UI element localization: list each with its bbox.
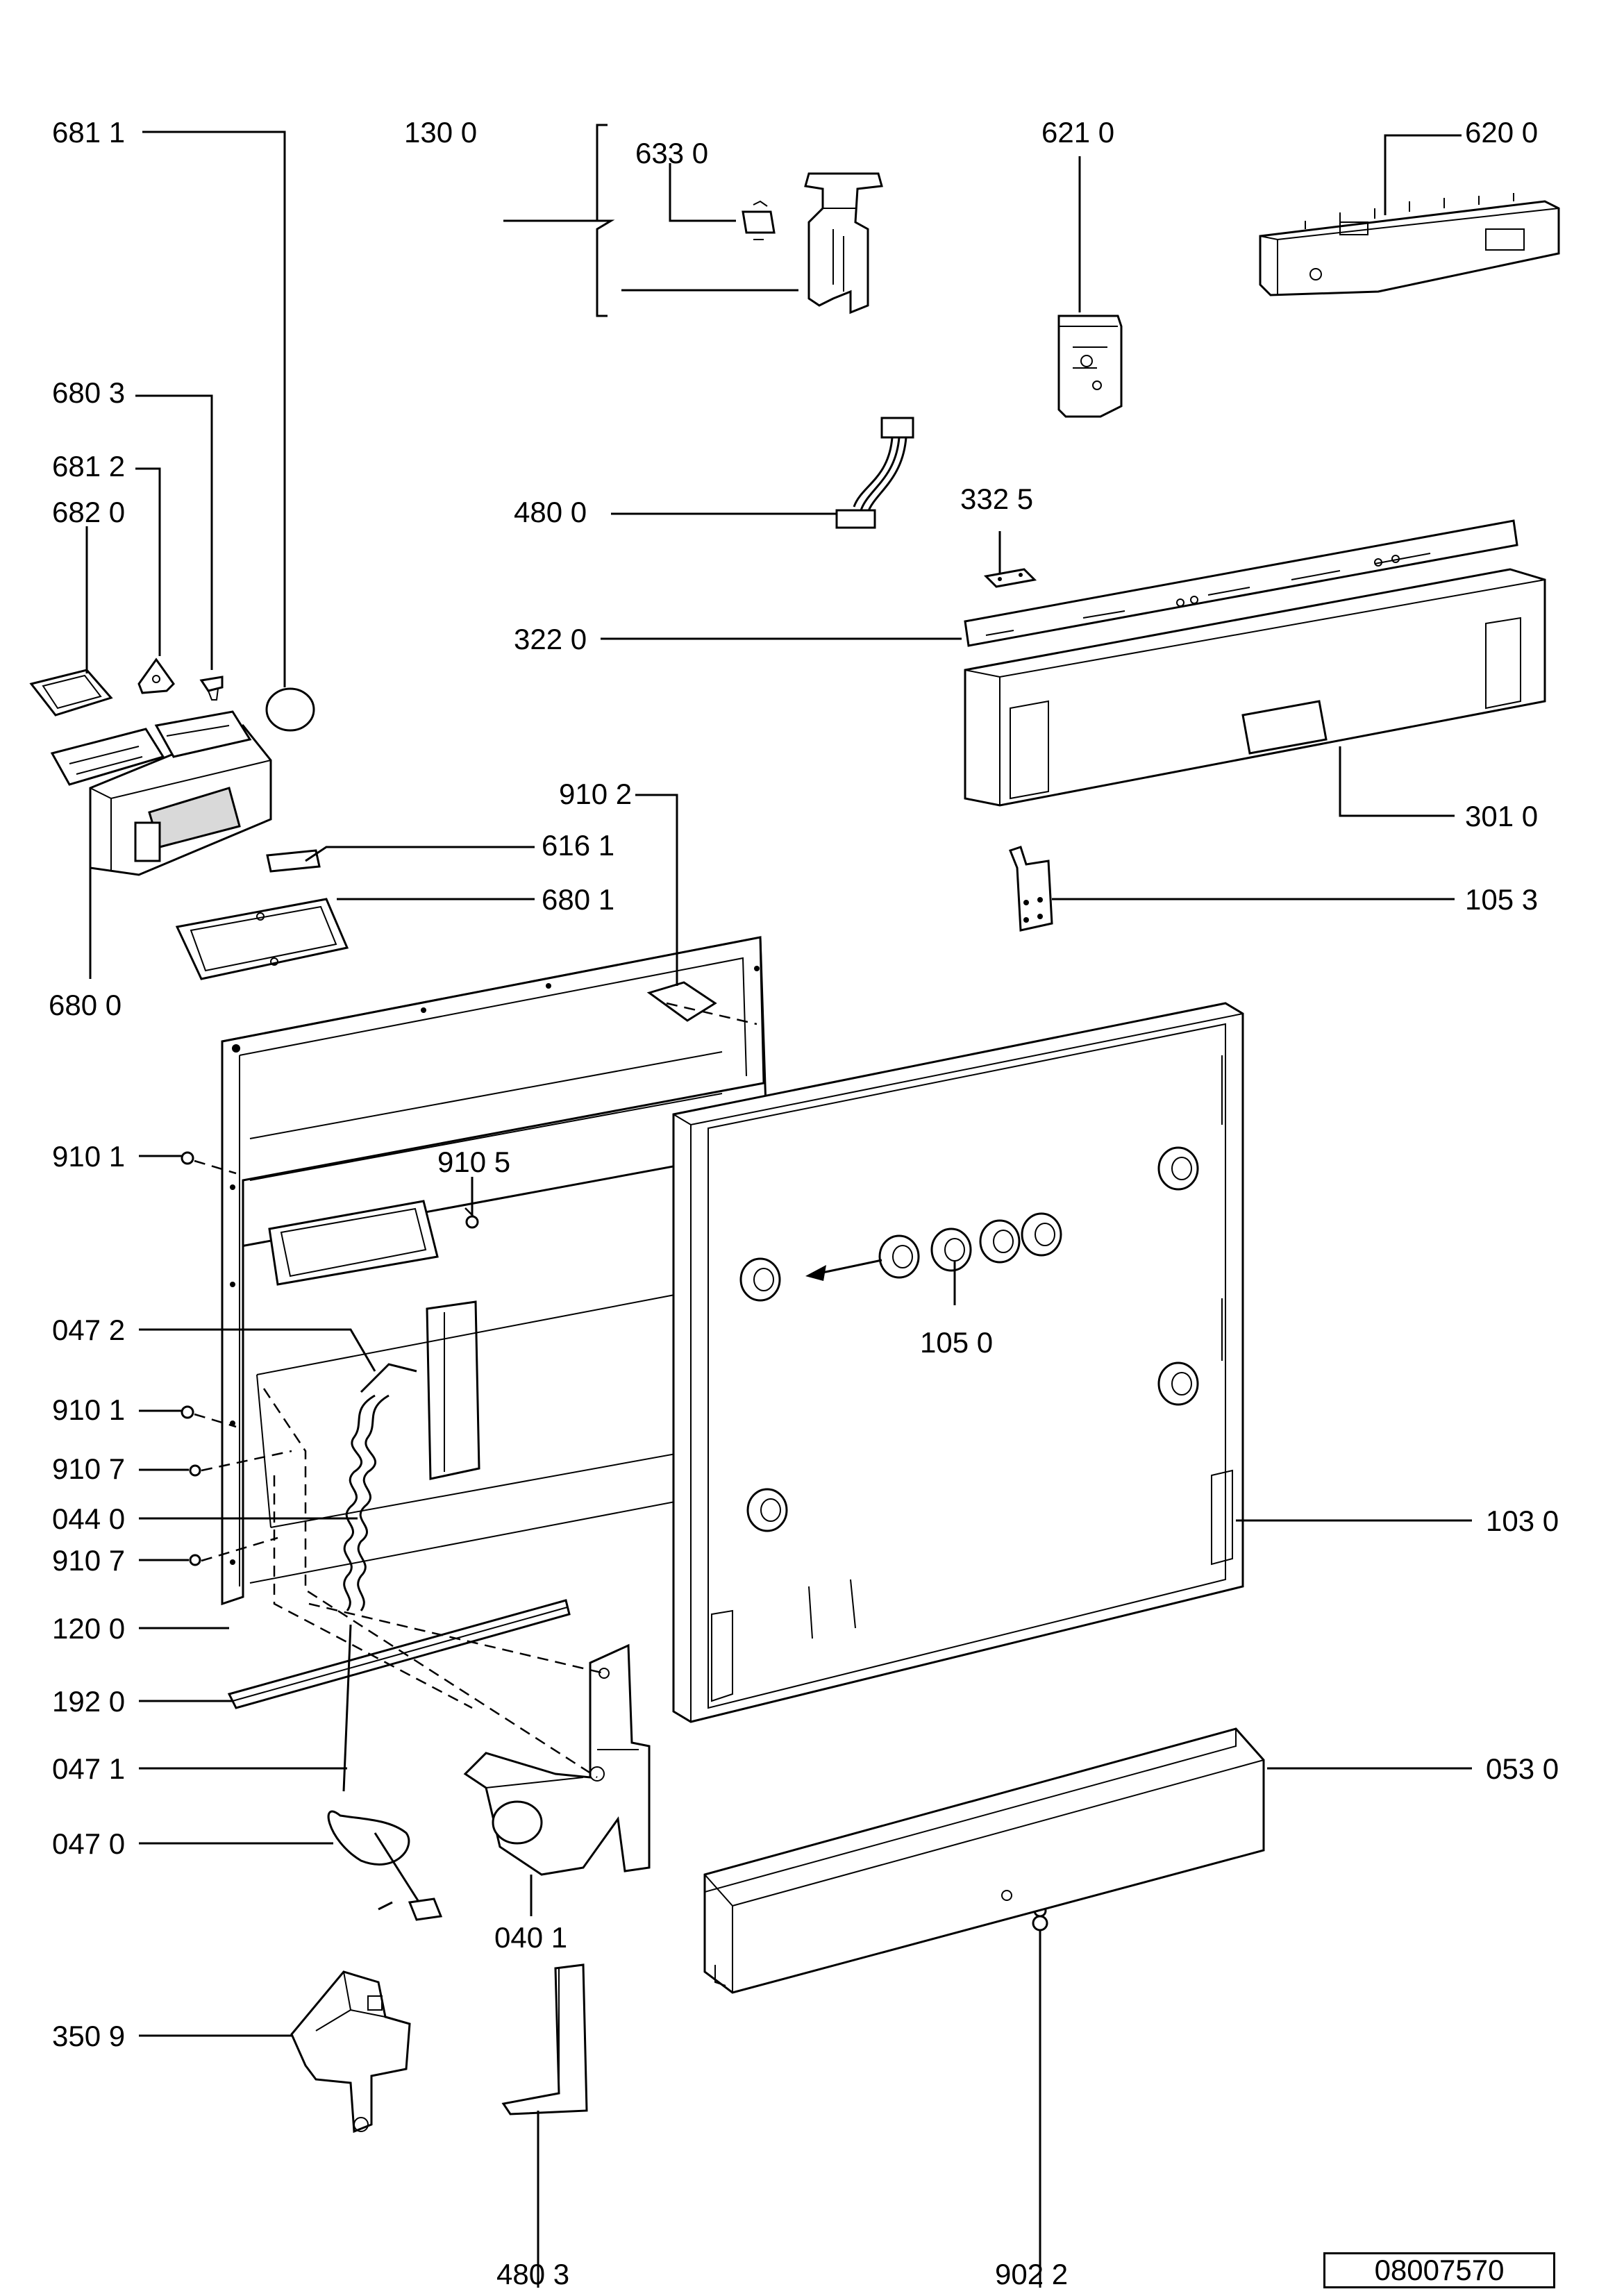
- part-label: 910 1: [52, 1393, 125, 1426]
- guide-rail: [227, 1599, 571, 1709]
- wire-harness: [835, 417, 914, 529]
- part-label: 910 1: [52, 1140, 125, 1173]
- document-number: 08007570: [1323, 2252, 1555, 2288]
- part-label: 621 0: [1041, 116, 1114, 149]
- part-label: 103 0: [1486, 1505, 1559, 1537]
- kick-plate: [703, 1727, 1265, 1994]
- part-label: 910 7: [52, 1544, 125, 1577]
- part-label: 681 2: [52, 450, 125, 483]
- part-label: 053 0: [1486, 1752, 1559, 1785]
- part-label: 681 1: [52, 116, 125, 149]
- part-label: 105 3: [1465, 883, 1538, 916]
- part-label: 480 3: [496, 2258, 569, 2290]
- part-label: 040 1: [494, 1921, 567, 1954]
- dispenser-small-part: [266, 849, 321, 873]
- dispenser-latch: [137, 657, 175, 694]
- part-label: 910 5: [437, 1146, 510, 1178]
- part-label: 682 0: [52, 496, 125, 528]
- part-label: 322 0: [514, 623, 587, 655]
- door-rollers: [739, 1146, 1199, 1532]
- part-label: 301 0: [1465, 800, 1538, 832]
- control-panel-housing: [964, 568, 1546, 807]
- part-label: 616 1: [542, 829, 614, 862]
- part-label: 047 0: [52, 1827, 125, 1860]
- part-label: 350 9: [52, 2020, 125, 2052]
- part-label: 902 2: [995, 2258, 1068, 2290]
- door-lock: [290, 1970, 411, 2134]
- door-switch-assembly: [742, 172, 883, 315]
- part-label: 680 1: [542, 883, 614, 916]
- dispenser-gasket: [175, 898, 349, 980]
- angle-bracket: [501, 1963, 588, 2115]
- outer-door: [672, 1002, 1244, 1723]
- vent-cap: [199, 676, 224, 701]
- part-label: 047 2: [52, 1314, 125, 1346]
- rinse-aid-cap: [265, 687, 315, 732]
- part-label: 480 0: [514, 496, 587, 528]
- part-labels: 681 1 130 0 633 0 621 0 620 0 680 3 681 …: [49, 116, 1559, 2290]
- part-label: 105 0: [920, 1326, 993, 1359]
- part-label: 620 0: [1465, 116, 1538, 149]
- part-label: 120 0: [52, 1612, 125, 1645]
- part-label: 192 0: [52, 1685, 125, 1718]
- part-label: 680 0: [49, 989, 122, 1021]
- part-label: 130 0: [404, 116, 477, 149]
- cable-and-pulley: [327, 1624, 443, 1921]
- electronic-board: [1259, 193, 1560, 296]
- part-label: 047 1: [52, 1752, 125, 1785]
- hinge-bracket: [1009, 846, 1053, 932]
- inner-door-panel: [221, 936, 769, 1606]
- leader-lines: [85, 124, 1472, 2288]
- part-label: 910 2: [559, 778, 632, 810]
- door-spring: [343, 1363, 417, 1611]
- door-hinge: [463, 1643, 651, 1876]
- control-module: [1057, 315, 1123, 418]
- detergent-dispenser: [50, 710, 272, 876]
- small-bracket: [983, 568, 1037, 588]
- part-label: 332 5: [960, 483, 1033, 515]
- control-panel-strip: [964, 519, 1518, 647]
- part-label: 044 0: [52, 1502, 125, 1535]
- part-label: 633 0: [635, 137, 708, 169]
- part-label: 680 3: [52, 376, 125, 409]
- dispenser-seal: [29, 669, 113, 717]
- part-label: 910 7: [52, 1452, 125, 1485]
